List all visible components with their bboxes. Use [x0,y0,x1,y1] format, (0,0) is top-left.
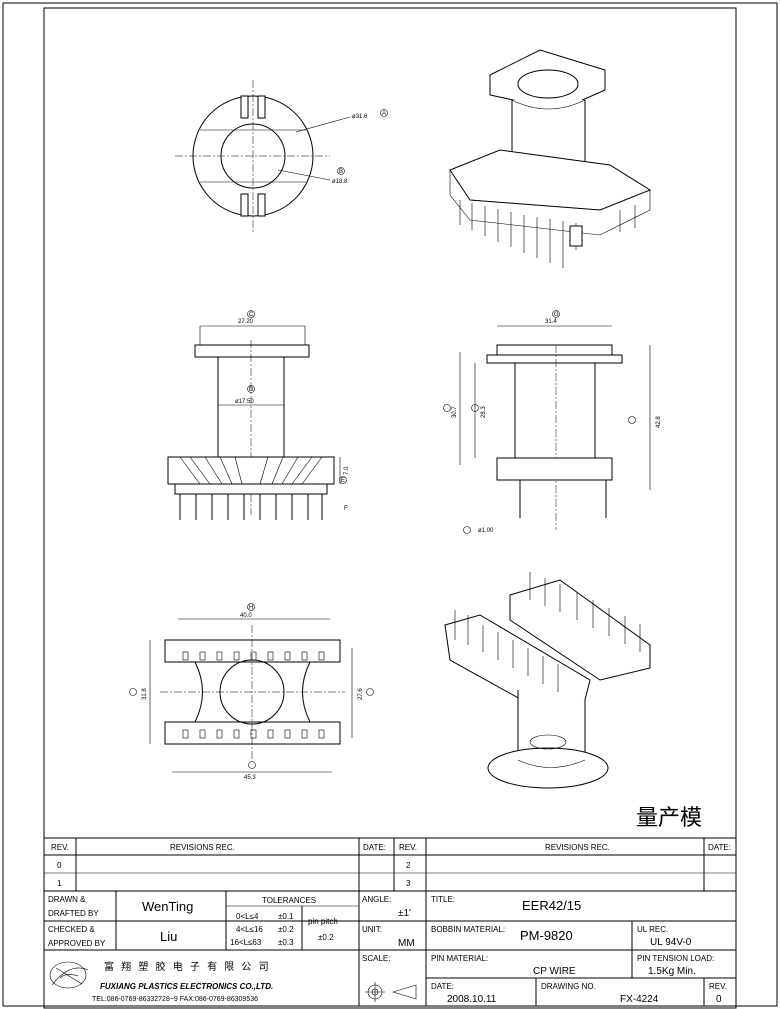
drawn-label-1: DRAWN & [48,895,86,904]
dim-side-total: 42.8 [656,416,662,428]
projection-symbol [365,982,417,1002]
iso-view-bottom [444,572,651,789]
rev-row-3: 3 [406,879,411,888]
rev-row-0: 0 [57,861,62,870]
pin-tension-label: PIN TENSION LOAD: [637,954,714,963]
tol-value-1: ±0.2 [278,925,294,934]
dim-front-pin-h: 7.0 [344,466,350,475]
angle-label: ANGLE: [362,895,391,904]
drawing-no-label: DRAWING NO. [541,982,596,991]
marker-c: C [249,312,254,318]
dim-side-h2: 28.3 [481,406,487,418]
inner-frame [43,7,737,1009]
angle-value: ±1' [398,908,411,919]
company-name-en: FUXIANG PLASTICS ELECTRONICS CO.,LTD. [100,982,273,991]
unit-label: UNIT: [362,925,382,934]
pin-pitch-label: pin pitch [308,917,338,926]
tol-range-2: 16<L≤63 [230,938,262,947]
dim-bottom-top-w: 40.0 [240,613,252,619]
top-view: ø31.6 ø18.8 A B [175,80,388,232]
dim-front-core: ø17.50 [235,399,254,405]
scale-label: SCALE: [362,954,390,963]
side-view: 31.4 G 30.7 28.3 42.8 ø1.00 [443,310,662,534]
dim-pin-dia: ø1.00 [478,528,494,534]
drawn-label-2: DRAFTED BY [48,909,99,918]
marker-b: B [339,169,343,175]
marker-g: G [554,312,559,318]
company-contact: TEL:086-0769-86332728~9 FAX:086-0769-863… [92,996,258,1003]
dim-front-width: 27.20 [238,319,254,325]
drawn-by: WenTing [142,899,193,914]
tol-value-0: ±0.1 [278,912,294,921]
revisions-header-left: REVISIONS REC. [170,843,235,852]
revisions-header-right: REVISIONS REC. [545,843,610,852]
date-value: 2008.10.11 [447,994,497,1005]
front-view: 27.20 C ø17.50 D 7.0 E F [167,310,350,520]
iso-view-top [449,49,652,268]
dim-side-h1: 30.7 [452,406,458,418]
title-label: TITLE: [431,895,455,904]
checked-by: Liu [160,929,177,944]
marker-f: F [344,506,348,512]
date-header-right: DATE: [708,843,731,852]
bottom-view: 40.0 H 31.8 27.6 45.3 [129,603,374,781]
tolerances-label: TOLERANCES [262,896,316,905]
tol-range-1: 4<L≤16 [236,925,263,934]
checked-label-1: CHECKED & [48,925,95,934]
pin-tension-value: 1.5Kg Min. [648,966,696,977]
marker-e: E [341,478,345,484]
marker-a: A [382,111,386,117]
ul-rec-label: UL REC. [637,925,668,934]
rev-row-2: 2 [406,861,411,870]
tol-range-0: 0<L≤4 [236,912,259,921]
unit-value: MM [398,938,415,949]
ul-rec-value: UL 94V-0 [650,937,692,948]
dim-side-width: 31.4 [545,319,557,325]
rev-header-left: REV. [51,843,69,852]
pin-material-value: CP WIRE [533,966,576,977]
bobbin-material-value: PM-9820 [520,928,573,943]
mass-production-label: 量产模 [636,806,702,831]
date-header-left: DATE: [363,843,386,852]
pin-material-label: PIN MATERIAL: [431,954,488,963]
company-block: 富 翔 塑 胶 电 子 有 限 公 司 FUXIANG PLASTICS ELE… [49,960,273,1003]
dim-bottom-left-h: 31.8 [142,688,148,700]
tol-value-2: ±0.3 [278,938,294,947]
checked-label-2: APPROVED BY [48,939,106,948]
rev-label: REV. [709,982,727,991]
marker-h: H [249,605,253,611]
marker-d: D [249,387,254,393]
title-block: DRAWN & DRAFTED BY WenTing CHECKED & APP… [44,891,736,1006]
rev-row-1: 1 [57,879,62,888]
dim-bottom-right-h: 27.6 [358,688,364,700]
rev-value: 0 [716,994,722,1005]
dim-top-inner: ø18.8 [332,179,348,185]
date-label: DATE: [431,982,454,991]
pin-pitch-value: ±0.2 [318,933,334,942]
rev-header-right: REV. [399,843,417,852]
bobbin-material-label: BOBBIN MATERIAL: [431,925,505,934]
drawing-no-value: FX-4224 [620,994,659,1005]
company-name-cn: 富 翔 塑 胶 电 子 有 限 公 司 [104,960,271,973]
dim-top-outer: ø31.6 [352,114,368,120]
company-logo [49,961,89,989]
revisions-table: REV. REVISIONS REC. DATE: REV. REVISIONS… [44,837,736,892]
title-value: EER42/15 [522,898,581,913]
dim-bottom-w: 45.3 [244,775,256,781]
